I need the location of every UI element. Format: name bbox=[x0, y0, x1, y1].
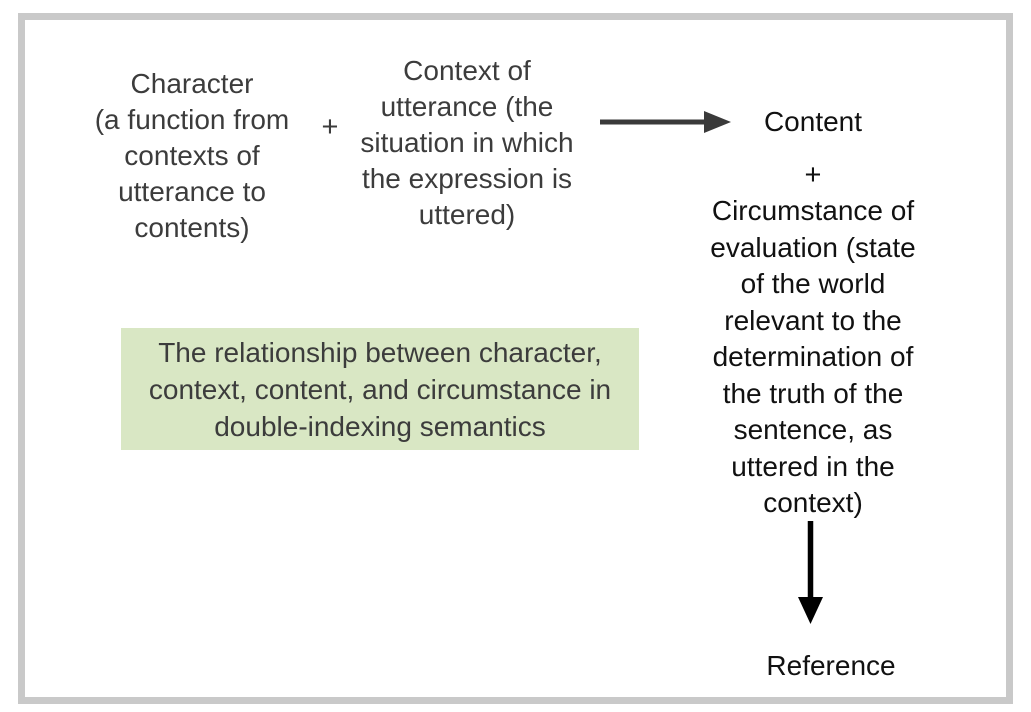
caption-box: The relationship between character, cont… bbox=[121, 328, 639, 450]
circumstance-block: Circumstance of evaluation (state of the… bbox=[710, 195, 916, 518]
context-block: Context of utterance (the situation in w… bbox=[360, 55, 574, 230]
caption-text: The relationship between character, cont… bbox=[148, 336, 612, 442]
right-arrow-icon bbox=[600, 111, 731, 133]
character-block: Character (a function from contexts of u… bbox=[94, 68, 290, 243]
reference-label: Reference bbox=[766, 650, 896, 681]
plus-operator-1: + bbox=[321, 111, 339, 143]
content-label: Content bbox=[763, 106, 863, 137]
down-arrow-icon bbox=[798, 521, 823, 624]
plus-operator-2: + bbox=[804, 159, 822, 191]
